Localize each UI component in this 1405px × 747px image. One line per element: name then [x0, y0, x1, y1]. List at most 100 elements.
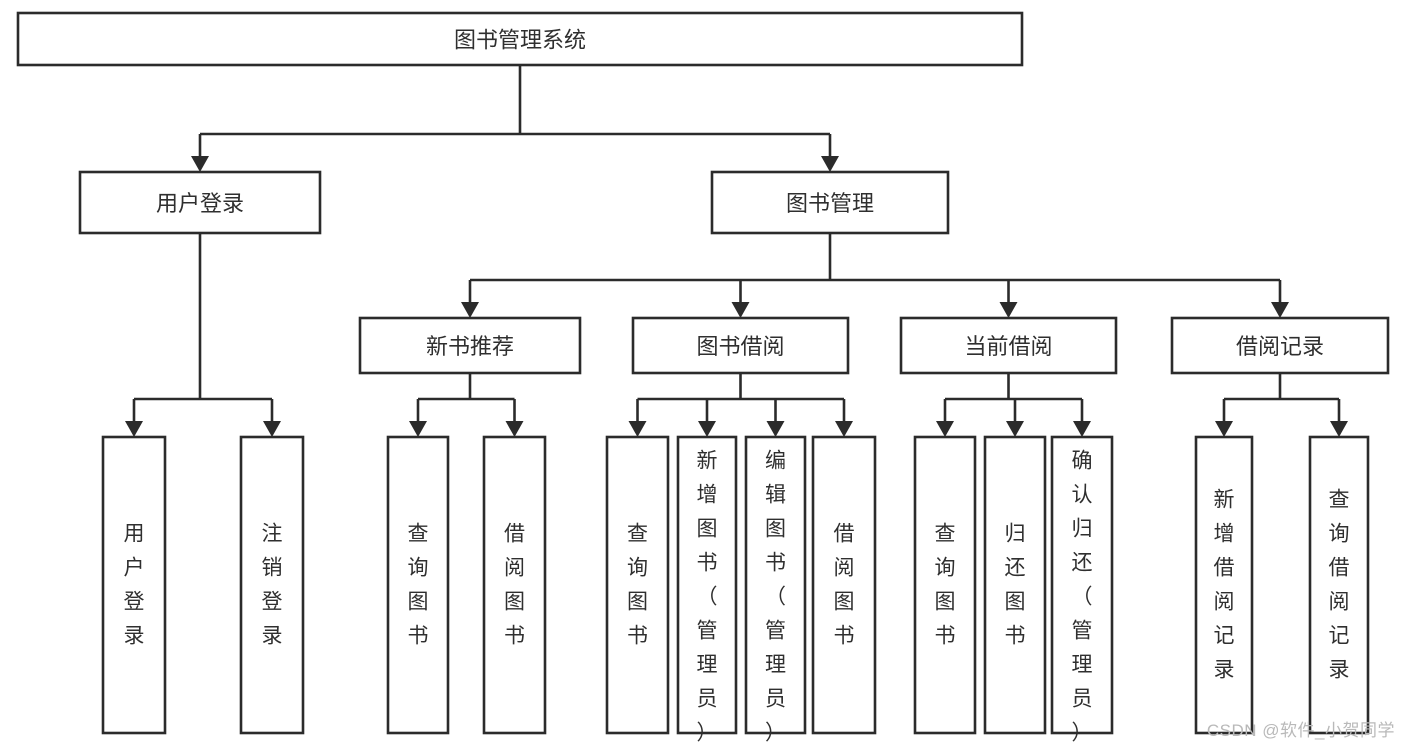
node-label-char: 询	[408, 557, 429, 580]
node-label-char: （	[1072, 586, 1093, 609]
node-user-login[interactable]: 用户登录	[78, 170, 322, 235]
arrow-head-icon	[1073, 421, 1091, 437]
node-new-book-recommend[interactable]: 新书推荐	[358, 316, 582, 375]
arrow-head-icon	[263, 421, 281, 437]
node-label-char: ）	[697, 722, 718, 745]
node-label-char: 借	[1329, 557, 1350, 580]
node-label-char: 阅	[504, 557, 525, 580]
node-box	[16, 11, 1024, 67]
node-label: 图书管理系统	[454, 28, 586, 53]
node-label-char: 编	[765, 450, 786, 473]
node-label: 图书管理	[786, 191, 874, 216]
node-label-char: 查	[408, 523, 429, 546]
arrow-head-icon	[698, 421, 716, 437]
node-box	[78, 170, 322, 235]
node-book-borrow[interactable]: 图书借阅	[631, 316, 850, 375]
node-box	[358, 316, 582, 375]
node-label: 当前借阅	[964, 334, 1052, 359]
node-label-char: 书	[408, 625, 429, 648]
node-label-char: 书	[935, 625, 956, 648]
node-book-manage[interactable]: 图书管理	[710, 170, 950, 235]
node-label-char: 询	[935, 557, 956, 580]
node-box	[386, 435, 450, 735]
node-label-char: 阅	[1329, 591, 1350, 614]
node-label-char: 询	[627, 557, 648, 580]
node-label-char: 书	[834, 625, 855, 648]
node-label-char: 图	[408, 591, 429, 614]
node-box	[631, 316, 850, 375]
node-label-char: 录	[1329, 659, 1350, 682]
node-label-char: 书	[504, 625, 525, 648]
arrow-head-icon	[409, 421, 427, 437]
connector-group-new-book-recommend	[409, 373, 524, 437]
node-box	[605, 435, 670, 735]
node-current-borrow[interactable]: 当前借阅	[899, 316, 1118, 375]
node-label-char: 录	[262, 625, 283, 648]
arrow-head-icon	[461, 302, 479, 318]
arrow-head-icon	[628, 421, 647, 437]
node-label-char: 员	[1072, 688, 1093, 711]
node-label-char: 管	[765, 620, 786, 643]
arrow-head-icon	[1006, 421, 1024, 437]
node-label-char: 借	[1214, 557, 1235, 580]
node-label-char: 借	[504, 523, 525, 546]
node-box	[1050, 435, 1114, 735]
node-box	[1194, 435, 1254, 735]
node-label-char: 增	[697, 484, 718, 507]
node-label: 图书借阅	[696, 334, 784, 359]
node-label-char: 管	[1072, 620, 1093, 643]
node-leaf-user-login[interactable]: 用户登录	[101, 435, 167, 735]
node-label-char: 图	[697, 518, 718, 541]
connector-group-book-borrow	[628, 373, 853, 437]
arrow-head-icon	[731, 302, 750, 318]
node-label-char: 新	[697, 450, 718, 473]
node-label-char: 新	[1214, 489, 1235, 512]
node-label-char: 理	[765, 654, 786, 677]
node-box	[983, 435, 1047, 735]
node-label-char: 理	[1072, 654, 1093, 677]
arrow-head-icon	[766, 421, 785, 437]
node-label-char: 记	[1329, 625, 1350, 648]
arrow-head-icon	[821, 156, 839, 172]
node-label-char: 登	[262, 591, 283, 614]
arrow-head-icon	[999, 302, 1018, 318]
arrow-head-icon	[835, 421, 853, 437]
node-label-char: 图	[504, 591, 525, 614]
node-label-char: （	[697, 586, 718, 609]
arrow-head-icon	[505, 421, 524, 437]
node-label-char: 还	[1005, 557, 1026, 580]
node-label-char: 阅	[1214, 591, 1235, 614]
node-label-char: 图	[765, 518, 786, 541]
node-box	[899, 316, 1118, 375]
node-label-char: 书	[697, 552, 718, 575]
node-label: 新书推荐	[426, 334, 514, 359]
node-label-char: 归	[1072, 518, 1093, 541]
node-label-char: 增	[1214, 523, 1235, 546]
node-box	[676, 435, 738, 735]
node-borrow-record[interactable]: 借阅记录	[1170, 316, 1390, 375]
connector-group-book-manage	[461, 233, 1289, 318]
connector-group-borrow-record	[1215, 373, 1348, 437]
node-box	[744, 435, 807, 735]
node-box	[811, 435, 877, 735]
node-box	[1170, 316, 1390, 375]
node-label-char: 记	[1214, 625, 1235, 648]
node-label-char: ）	[765, 722, 786, 745]
node-box	[101, 435, 167, 735]
node-root[interactable]: 图书管理系统	[16, 11, 1024, 67]
connector-group-current-borrow	[936, 373, 1091, 437]
node-label-char: 书	[765, 552, 786, 575]
